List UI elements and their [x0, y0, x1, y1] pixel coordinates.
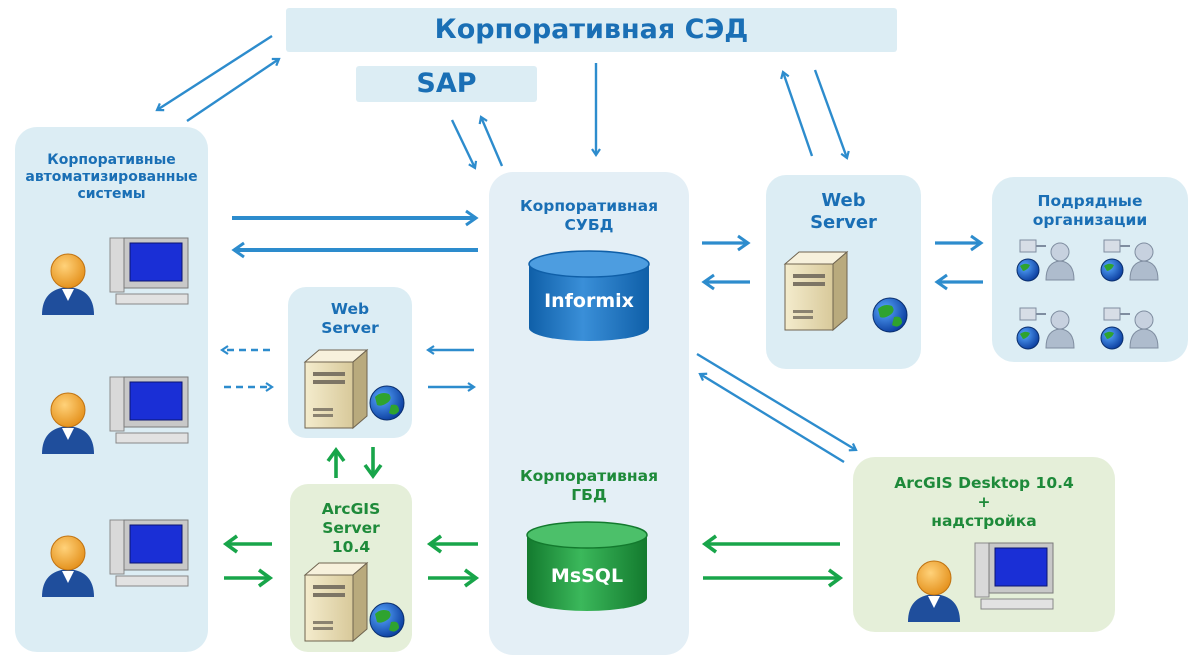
- monitor-icon: [109, 237, 189, 305]
- sed-title: Корпоративная СЭД: [434, 14, 749, 45]
- blue-arrows: [155, 34, 984, 464]
- monitor-icon: [109, 376, 189, 444]
- server-icon: [304, 349, 368, 429]
- monitor-icon: [974, 542, 1054, 610]
- web-server-top-label: Web Server: [810, 190, 877, 233]
- mssql-label: MsSQL: [550, 565, 624, 587]
- monitor-icon: [109, 519, 189, 587]
- arcgis-server-label: ArcGIS Server 10.4: [321, 500, 381, 556]
- sap-label: SAP: [416, 68, 477, 99]
- server-icon: [304, 562, 368, 642]
- dbms-label: Корпоративная СУБД: [519, 197, 659, 234]
- database-icon-mssql: [526, 521, 648, 611]
- server-icon: [784, 251, 848, 331]
- arcgis-desktop-label: ArcGIS Desktop 10.4 + надстройка: [894, 474, 1074, 530]
- web-server-mid-label: Web Server: [321, 300, 379, 337]
- sed-banner: [286, 8, 897, 52]
- green-arrows: [222, 446, 844, 588]
- left-panel-label: Корпоративные автоматизированные системы: [25, 152, 198, 203]
- contractors-label: Подрядные организации: [1032, 192, 1148, 229]
- globe-icon: [872, 297, 908, 333]
- informix-label: Informix: [544, 290, 634, 312]
- globe-icon: [369, 602, 405, 638]
- gbd-label: Корпоративная ГБД: [519, 467, 659, 504]
- sap-box: [356, 66, 537, 102]
- database-icon-informix: [528, 250, 650, 341]
- globe-icon: [369, 385, 405, 421]
